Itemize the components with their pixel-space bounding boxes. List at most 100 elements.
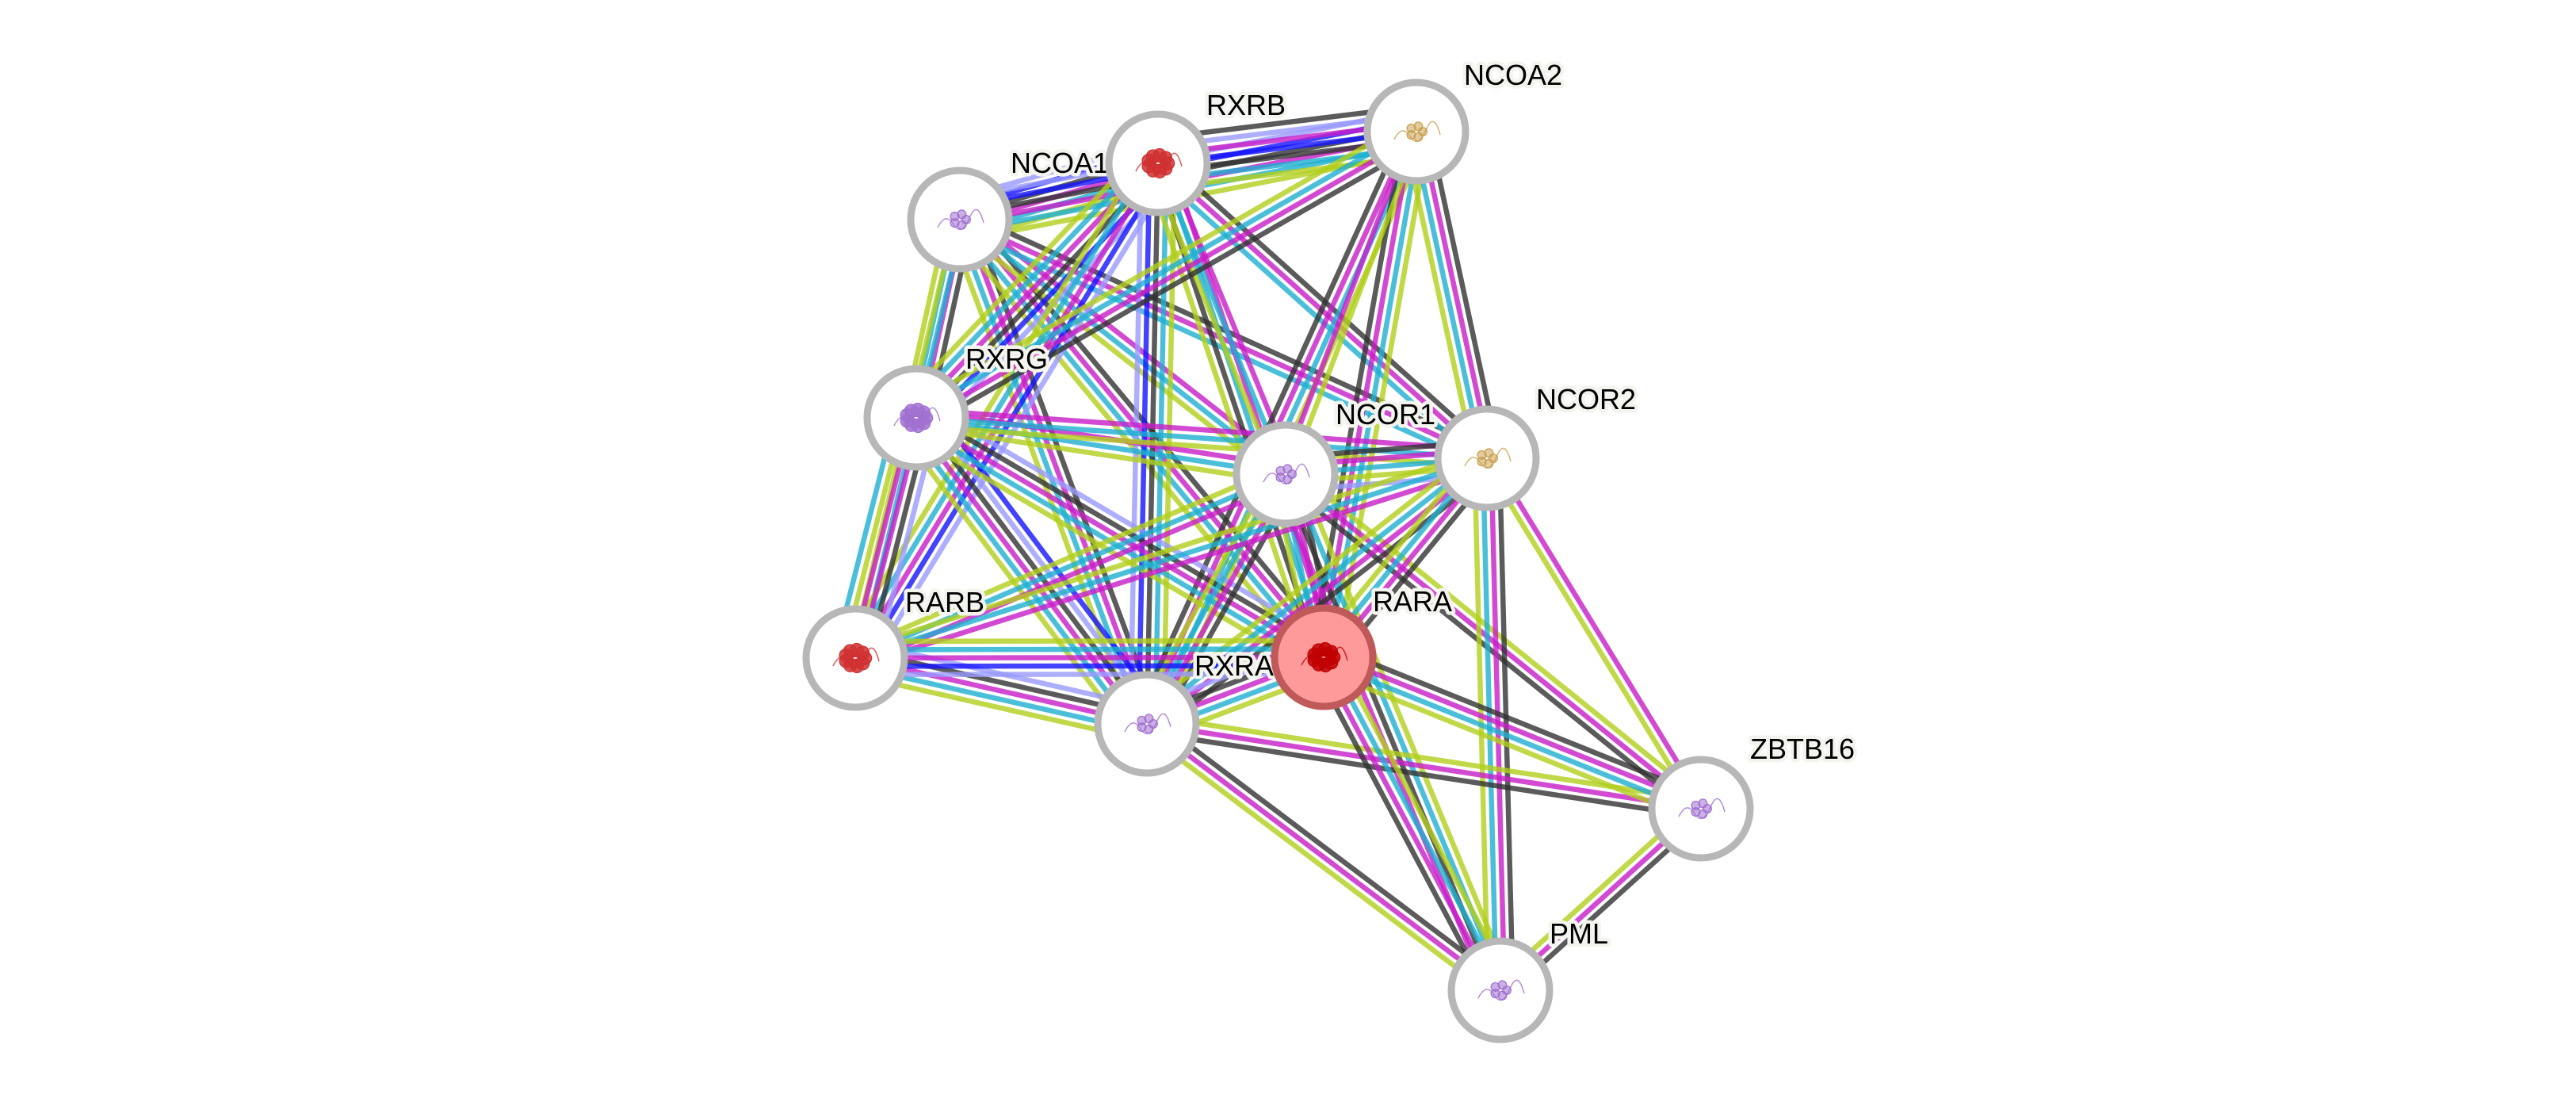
edge-line-coexpression	[1310, 661, 1492, 997]
node-label-rxrb: RXRB	[1206, 89, 1286, 121]
edge-line-coexpression	[1150, 715, 1508, 986]
edge-line-textmining	[1317, 666, 1698, 823]
node-rarb[interactable]	[802, 605, 908, 711]
edge-line-textmining	[899, 147, 1145, 406]
node-circle[interactable]	[1447, 937, 1554, 1043]
nodes-layer	[802, 78, 1754, 1043]
node-circle[interactable]	[1648, 756, 1754, 862]
node-zbtb16[interactable]	[1648, 756, 1754, 862]
node-rara[interactable]	[1271, 604, 1377, 710]
edge-line-database	[1155, 162, 1289, 476]
protein-structure-icon	[937, 209, 984, 231]
node-ncoa1[interactable]	[907, 166, 1013, 273]
node-pml[interactable]	[1447, 937, 1554, 1043]
edge-line-textmining	[1286, 132, 1423, 477]
edge-line-textmining	[914, 423, 1285, 485]
edge-line-database	[1320, 658, 1701, 815]
node-circle[interactable]	[907, 166, 1013, 273]
edge-line-experiments	[1324, 651, 1704, 808]
edge-line-coexpression	[1145, 729, 1700, 820]
edge-line-database	[854, 455, 1488, 661]
edge-line-cooccurrence	[931, 404, 1166, 714]
edge-rxra-pml[interactable]	[1140, 715, 1508, 999]
edge-line-coexpression	[1327, 643, 1707, 800]
edge-rara-pml[interactable]	[1310, 650, 1514, 997]
edge-line-experiments	[1317, 657, 1500, 993]
edge-line-coexpression	[1133, 125, 1408, 720]
edge-line-textmining	[1140, 728, 1497, 999]
edge-line-coexpression	[917, 413, 1152, 723]
edge-line-experiments	[1279, 128, 1416, 474]
protein-structure-icon	[1135, 147, 1183, 179]
node-label-pml: PML	[1550, 917, 1608, 950]
protein-structure-icon	[1678, 798, 1726, 820]
node-circle[interactable]	[863, 365, 969, 471]
edge-line-textmining	[1294, 468, 1515, 987]
edge-line-textmining	[1481, 459, 1700, 813]
node-label-rarb: RARB	[905, 586, 984, 618]
edge-line-textmining	[851, 447, 1485, 653]
node-circle[interactable]	[1233, 421, 1339, 527]
protein-structure-icon	[1393, 121, 1441, 143]
edge-ncor2-rarb[interactable]	[851, 447, 1491, 669]
node-rxrg[interactable]	[863, 365, 969, 471]
protein-structure-icon	[1263, 463, 1310, 485]
node-circle[interactable]	[802, 605, 908, 711]
edge-line-homology	[855, 671, 1324, 678]
edge-ncor2-zbtb16[interactable]	[1481, 454, 1707, 813]
edge-line-textmining	[1137, 446, 1481, 717]
protein-structure-icon	[832, 642, 880, 674]
edge-line-textmining	[850, 464, 1284, 653]
protein-structure-icon	[1301, 641, 1348, 673]
node-label-rxra: RXRA	[1194, 649, 1274, 682]
edge-line-experiments	[916, 407, 1488, 453]
node-rxra[interactable]	[1094, 671, 1200, 777]
edge-line-experiments	[854, 654, 1324, 661]
node-ncor2[interactable]	[1434, 405, 1540, 511]
edge-line-experiments	[853, 162, 1160, 660]
edge-line-database	[915, 415, 1286, 477]
node-circle[interactable]	[1094, 671, 1200, 777]
edge-line-textmining	[1289, 465, 1708, 805]
edge-line-experiments	[1145, 722, 1502, 993]
edge-line-database	[905, 152, 1151, 411]
node-ncoa2[interactable]	[1363, 78, 1470, 185]
edge-line-database	[912, 125, 1416, 417]
edge-rarb-rara[interactable]	[854, 637, 1324, 678]
edge-line-experiments	[857, 463, 1491, 669]
protein-structure-icon	[1124, 713, 1171, 735]
node-label-zbtb16: ZBTB16	[1750, 733, 1855, 765]
edge-rara-zbtb16[interactable]	[1317, 643, 1707, 823]
node-rxrb[interactable]	[1105, 110, 1211, 216]
node-label-ncoa2: NCOA2	[1464, 59, 1562, 91]
edge-line-homology	[923, 401, 1334, 645]
edge-line-experiments	[916, 132, 1420, 424]
edge-ncoa2-ncor2[interactable]	[1401, 128, 1502, 462]
node-ncor1[interactable]	[1233, 421, 1339, 527]
node-circle[interactable]	[1363, 78, 1470, 185]
protein-structure-icon	[1477, 979, 1525, 1001]
edge-line-cooccurrence	[855, 663, 1324, 669]
edge-ncoa2-rxrg[interactable]	[908, 118, 1424, 431]
edge-line-textmining	[1401, 133, 1477, 462]
node-label-rara: RARA	[1373, 585, 1452, 618]
edge-line-coexpression	[921, 140, 1424, 431]
protein-structure-icon	[1464, 447, 1512, 469]
edge-line-coexpression	[1426, 128, 1502, 457]
edge-line-textmining	[1143, 166, 1315, 663]
protein-structure-icon	[893, 402, 941, 434]
node-circle[interactable]	[1271, 604, 1377, 710]
node-label-rxrg: RXRG	[965, 343, 1048, 375]
edge-line-textmining	[908, 118, 1412, 410]
node-label-ncoa1: NCOA1	[1011, 147, 1109, 179]
node-circle[interactable]	[1434, 405, 1540, 511]
edge-line-textmining	[1148, 165, 1281, 479]
edge-line-database	[1409, 132, 1486, 460]
edge-line-database	[1480, 458, 1500, 991]
edge-line-database	[854, 646, 1324, 653]
edge-line-database	[1324, 132, 1424, 659]
edge-ncoa2-ncor1[interactable]	[1279, 128, 1423, 477]
node-circle[interactable]	[1105, 110, 1211, 216]
edge-line-experiments	[1417, 130, 1494, 458]
